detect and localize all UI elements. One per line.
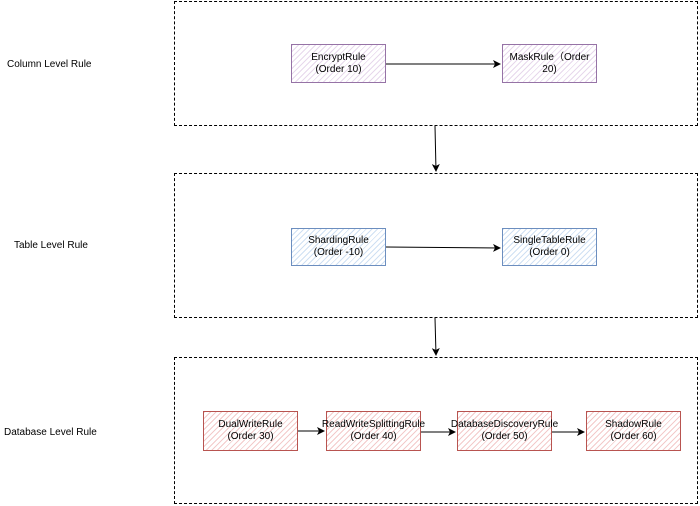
sharding-rule-name: ShardingRule (308, 235, 369, 246)
read-write-splitting-rule-name: ReadWriteSplittingRule (321, 419, 426, 430)
shadow-rule-box: ShadowRule (Order 60) (586, 411, 681, 451)
read-write-splitting-rule-order: (Order 40) (350, 431, 397, 442)
sharding-rule-box: ShardingRule (Order -10) (291, 228, 386, 266)
database-discovery-rule-order: (Order 50) (481, 431, 528, 442)
table-level-container (174, 173, 698, 318)
database-discovery-rule-box: DatabaseDiscoveryRule (Order 50) (451, 411, 558, 451)
encrypt-rule-name: EncryptRule (311, 51, 366, 63)
database-level-label: Database Level Rule (4, 427, 97, 438)
dual-write-rule-box: DualWriteRule (Order 30) (203, 411, 298, 451)
mask-rule-name: MaskRule（Order (509, 51, 590, 63)
single-table-rule-order: (Order 0) (529, 247, 570, 258)
database-level-container (174, 357, 698, 504)
single-table-rule-name: SingleTableRule (513, 235, 586, 246)
read-write-splitting-rule-box: ReadWriteSplittingRule (Order 40) (322, 411, 425, 451)
single-table-rule-box: SingleTableRule (Order 0) (502, 228, 597, 266)
encrypt-rule-box: EncryptRule (Order 10) (291, 44, 386, 83)
database-discovery-rule-name: DatabaseDiscoveryRule (450, 419, 559, 430)
arrow-table-to-database-level (431, 317, 440, 356)
arrow-column-to-table-level (431, 125, 440, 172)
table-level-label: Table Level Rule (14, 240, 88, 251)
shadow-rule-name: ShadowRule (605, 419, 662, 430)
column-level-label: Column Level Rule (7, 59, 92, 70)
encrypt-rule-order: (Order 10) (315, 63, 362, 75)
sharding-rule-order: (Order -10) (313, 247, 364, 258)
dual-write-rule-order: (Order 30) (227, 431, 274, 442)
mask-rule-order: 20) (542, 63, 557, 75)
shadow-rule-order: (Order 60) (610, 431, 657, 442)
mask-rule-box: MaskRule（Order 20) (502, 44, 597, 83)
dual-write-rule-name: DualWriteRule (218, 419, 283, 430)
column-level-container (174, 1, 698, 126)
